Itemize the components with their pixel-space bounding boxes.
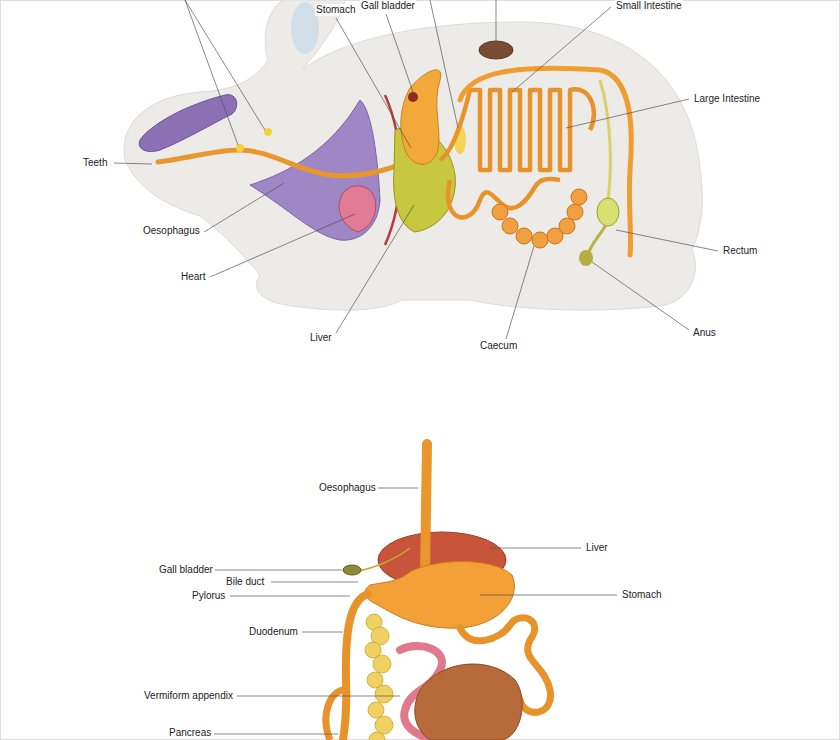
rectum (597, 198, 619, 226)
gall-bladder (343, 565, 361, 575)
rectum-tube (588, 225, 606, 255)
heart (339, 186, 376, 232)
part-label: Pylorus (191, 590, 226, 602)
part-label: Large Intestine (693, 93, 761, 105)
part-label: Teeth (82, 157, 108, 169)
part-label: Duodenum (248, 626, 299, 638)
part-label: Small Intestine (615, 0, 683, 12)
leader-lines (114, 0, 718, 339)
part-label: Rectum (722, 245, 758, 257)
part-label: Vermiform appendix (143, 690, 234, 702)
rectum-tube (600, 80, 610, 200)
caecum (415, 664, 522, 740)
large-intestine (460, 68, 631, 255)
duodenum (342, 594, 368, 740)
kidney (479, 41, 513, 59)
oesophagus-tube (425, 444, 427, 575)
part-label: Anus (692, 327, 717, 339)
part-label: Pancreas (168, 727, 212, 739)
tongue (139, 95, 237, 152)
part-label: Gall bladder (158, 564, 214, 576)
gland (236, 144, 244, 152)
intestine-loops (326, 690, 345, 740)
part-label: Bile duct (225, 576, 265, 588)
part-label: Liver (309, 332, 333, 344)
part-label: Oesophagus (318, 482, 377, 494)
part-label: Stomach (315, 4, 356, 16)
small-intestine (440, 89, 594, 170)
gall-bladder (408, 92, 418, 102)
anus (579, 250, 593, 266)
part-label: Caecum (479, 340, 518, 352)
leader-lines (214, 488, 617, 734)
part-label: Heart (180, 271, 206, 283)
part-label: Liver (585, 542, 609, 554)
rabbit-silhouette (124, 0, 702, 310)
pancreas (365, 614, 393, 740)
part-label: Gall bladder (360, 0, 416, 12)
gland (264, 128, 272, 136)
stomach (401, 70, 441, 164)
oesophagus-tube (158, 150, 410, 176)
caecum (492, 189, 587, 248)
part-label: Stomach (621, 589, 662, 601)
part-label: Oesophagus (142, 225, 201, 237)
